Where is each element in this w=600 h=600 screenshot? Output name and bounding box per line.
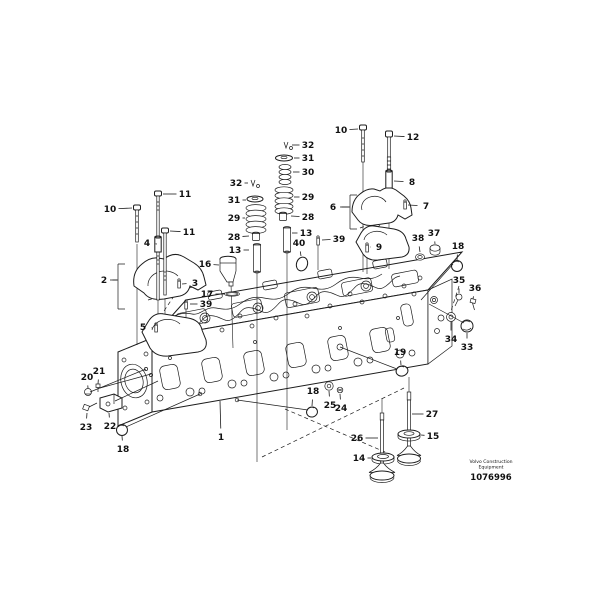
callout-leader-28	[290, 215, 300, 217]
callout-label-6: 6	[330, 203, 336, 213]
callout-label-18: 18	[307, 387, 320, 397]
leader-lines	[89, 263, 465, 428]
title-block: Volvo Construction Equipment 1076996	[469, 459, 512, 483]
left-end-parts	[82, 383, 128, 436]
callout-leader-10	[118, 207, 133, 210]
callout-label-26: 26	[351, 434, 364, 444]
valves	[368, 391, 422, 483]
callout-label-34: 34	[445, 335, 458, 345]
valve-spring-stack-left	[245, 179, 267, 274]
callout-label-1: 1	[218, 433, 224, 443]
callout-label-37: 37	[428, 229, 441, 239]
callout-leader-38	[418, 246, 421, 253]
callout-label-11: 11	[179, 190, 192, 200]
callout-label-33: 33	[461, 343, 474, 353]
front-face-parts	[306, 365, 409, 418]
part-number: 1076996	[470, 473, 511, 483]
callout-leader-7	[407, 204, 418, 206]
callout-leader-40	[299, 251, 302, 257]
callout-label-13: 13	[300, 229, 313, 239]
callout-label-24: 24	[335, 404, 348, 414]
oval-plug-40	[295, 256, 309, 272]
deck-stud-39	[184, 235, 320, 310]
callout-label-40: 40	[293, 239, 306, 249]
callout-label-25: 25	[324, 401, 337, 411]
callout-leader-1	[219, 400, 222, 429]
callout-label-18: 18	[117, 445, 130, 455]
callout-label-22: 22	[104, 422, 117, 432]
valve-spring-stack-right	[274, 141, 294, 254]
brand-line2: Equipment	[479, 465, 504, 471]
callout-label-32: 32	[302, 141, 315, 151]
callout-label-11: 11	[183, 228, 196, 238]
callout-label-18: 18	[452, 242, 465, 252]
injector-sleeve	[219, 255, 240, 297]
callout-leader-8	[393, 180, 404, 182]
brand-line1: Volvo Construction	[469, 459, 512, 465]
callout-label-5: 5	[140, 323, 146, 333]
rocker-bracket-right	[340, 124, 413, 261]
callout-label-15: 15	[427, 432, 440, 442]
callout-label-35: 35	[453, 276, 466, 286]
callout-label-28: 28	[228, 233, 241, 243]
rocker-bracket-left	[110, 190, 207, 357]
callout-label-12: 12	[407, 133, 420, 143]
callout-label-20: 20	[81, 373, 94, 383]
callout-label-31: 31	[228, 196, 241, 206]
callout-label-2: 2	[101, 276, 107, 286]
callout-label-39: 39	[200, 300, 213, 310]
callout-label-4: 4	[144, 239, 150, 249]
callout-label-29: 29	[302, 193, 315, 203]
callout-label-31: 31	[302, 154, 315, 164]
callout-label-3: 3	[192, 279, 198, 289]
callout-label-8: 8	[409, 178, 415, 188]
callout-label-23: 23	[80, 423, 93, 433]
callout-label-29: 29	[228, 214, 241, 224]
callout-label-9: 9	[376, 243, 382, 253]
callout-leader-10	[349, 128, 359, 130]
callout-label-10: 10	[104, 205, 117, 215]
right-end-parts	[415, 244, 477, 333]
callout-label-17: 17	[201, 290, 214, 300]
callout-leader-12	[393, 135, 405, 137]
callout-label-39: 39	[333, 235, 346, 245]
callout-leader-39	[321, 239, 331, 241]
callout-label-28: 28	[302, 213, 315, 223]
callout-label-38: 38	[412, 234, 425, 244]
callout-label-16: 16	[199, 260, 212, 270]
callout-label-30: 30	[302, 168, 315, 178]
cylinder-head-block	[117, 251, 464, 427]
callout-leader-11	[169, 230, 181, 232]
callout-label-7: 7	[423, 202, 429, 212]
callout-label-13: 13	[229, 246, 242, 256]
callout-label-36: 36	[469, 284, 482, 294]
callout-label-21: 21	[93, 367, 106, 377]
callout-label-14: 14	[353, 454, 366, 464]
callout-label-32: 32	[230, 179, 243, 189]
callout-label-27: 27	[426, 410, 439, 420]
callout-label-10: 10	[335, 126, 348, 136]
callout-label-19: 19	[394, 348, 407, 358]
